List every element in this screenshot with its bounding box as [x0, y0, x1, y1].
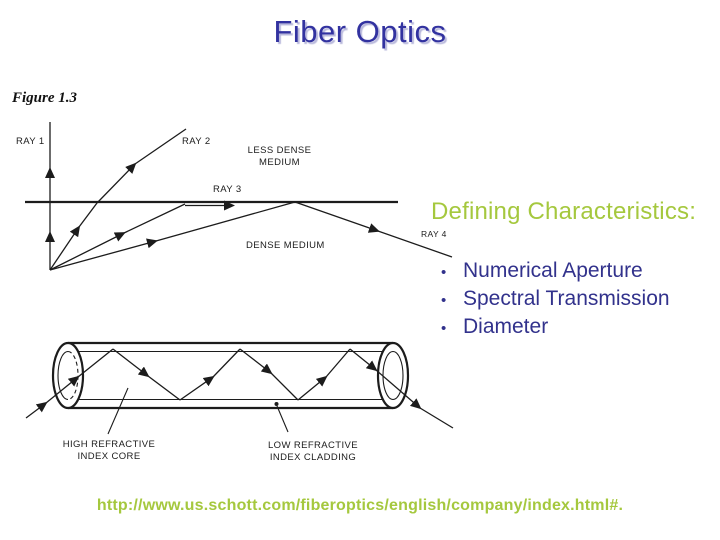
ray-diagram [25, 122, 453, 271]
dense-medium-label: DENSE MEDIUM [246, 240, 325, 251]
fiber-left-core-rim [57, 350, 69, 401]
bullet-item: • Diameter [441, 315, 670, 343]
bullet-list: • Numerical Aperture • Spectral Transmis… [441, 259, 670, 343]
bullet-item: • Numerical Aperture [441, 259, 670, 287]
bullet-item: • Spectral Transmission [441, 287, 670, 315]
zigzag-ray [25, 348, 454, 429]
bullet-dot-icon: • [441, 292, 447, 309]
source-url-link[interactable]: http://www.us.schott.com/fiberoptics/eng… [96, 497, 624, 514]
bullet-dot-icon: • [441, 264, 447, 281]
cladding-label: LOW REFRACTIVE INDEX CLADDING [267, 440, 359, 463]
figure-caption: Figure 1.3 [12, 90, 78, 106]
fiber-left-core-rim-hidden [67, 350, 79, 401]
bullet-label: Spectral Transmission [463, 287, 670, 310]
ray3-line [49, 200, 235, 271]
core-leader-line [107, 387, 129, 435]
slide-title: Fiber Optics [273, 14, 447, 49]
ray1-label: RAY 1 [16, 136, 45, 147]
cladding-leader-dot [274, 402, 279, 406]
fiber-cylinder-diagram [25, 341, 454, 435]
cladding-leader-line [276, 405, 289, 433]
less-dense-medium-label: LESS DENSE MEDIUM [247, 145, 312, 168]
ray4-label: RAY 4 [421, 229, 447, 239]
core-label: HIGH REFRACTIVE INDEX CORE [62, 439, 156, 462]
defining-characteristics-heading: Defining Characteristics: [431, 198, 697, 225]
bullet-label: Diameter [463, 315, 549, 338]
ray2-label: RAY 2 [182, 136, 211, 147]
ray2-line [49, 128, 187, 271]
bullet-dot-icon: • [441, 320, 447, 337]
bullet-label: Numerical Aperture [463, 259, 643, 282]
ray4-line [49, 201, 453, 271]
ray3-label: RAY 3 [213, 184, 242, 195]
